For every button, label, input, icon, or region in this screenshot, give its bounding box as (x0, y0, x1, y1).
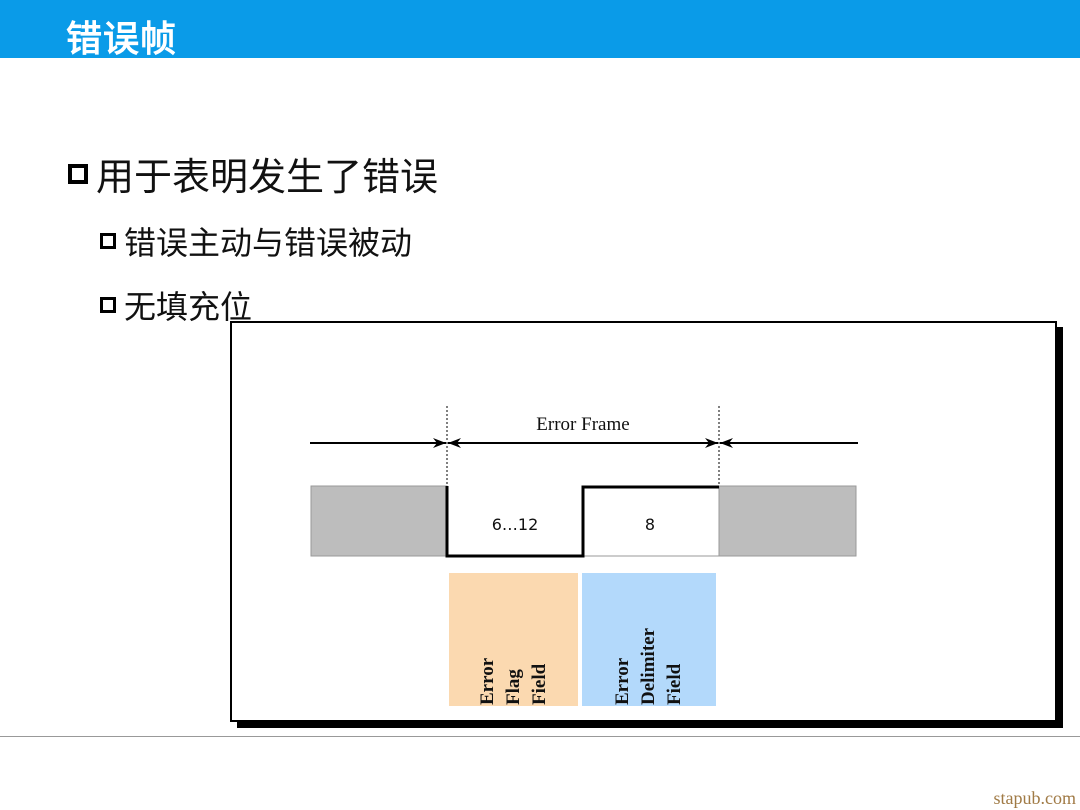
next-frame-block (718, 485, 857, 557)
error-flag-field-bg (449, 573, 578, 706)
error-flag-block (447, 486, 583, 556)
frame-label: Error Frame (536, 414, 629, 435)
title-bar: 错误帧 (0, 0, 1080, 60)
error-flag-field-label: Error Flag Field (477, 658, 550, 705)
bullet-2: 错误主动与错误被动 (100, 218, 412, 264)
bullet-text: 用于表明发生了错误 (96, 155, 439, 199)
signal-level-line (445, 485, 719, 558)
error-delimiter-block (582, 485, 720, 557)
error-delimiter-bits: 8 (645, 515, 655, 534)
error-delimiter-field-label: Error Delimiter Field (612, 628, 685, 705)
square-bullet-icon (100, 233, 116, 249)
watermark: stapub.com (993, 788, 1077, 808)
slide-title: 错误帧 (66, 19, 178, 60)
square-bullet-icon (100, 297, 116, 313)
error-flag-bits: 6…12 (492, 515, 539, 534)
bullet-text: 错误主动与错误被动 (124, 224, 413, 262)
bullet-1: 用于表明发生了错误 (68, 146, 438, 201)
footer-divider (0, 736, 1080, 737)
bullet-3: 无填充位 (100, 282, 252, 328)
square-bullet-icon (68, 163, 88, 184)
previous-frame-block (310, 485, 448, 557)
error-delimiter-field-bg (582, 573, 716, 706)
bullet-text: 无填充位 (124, 288, 253, 326)
